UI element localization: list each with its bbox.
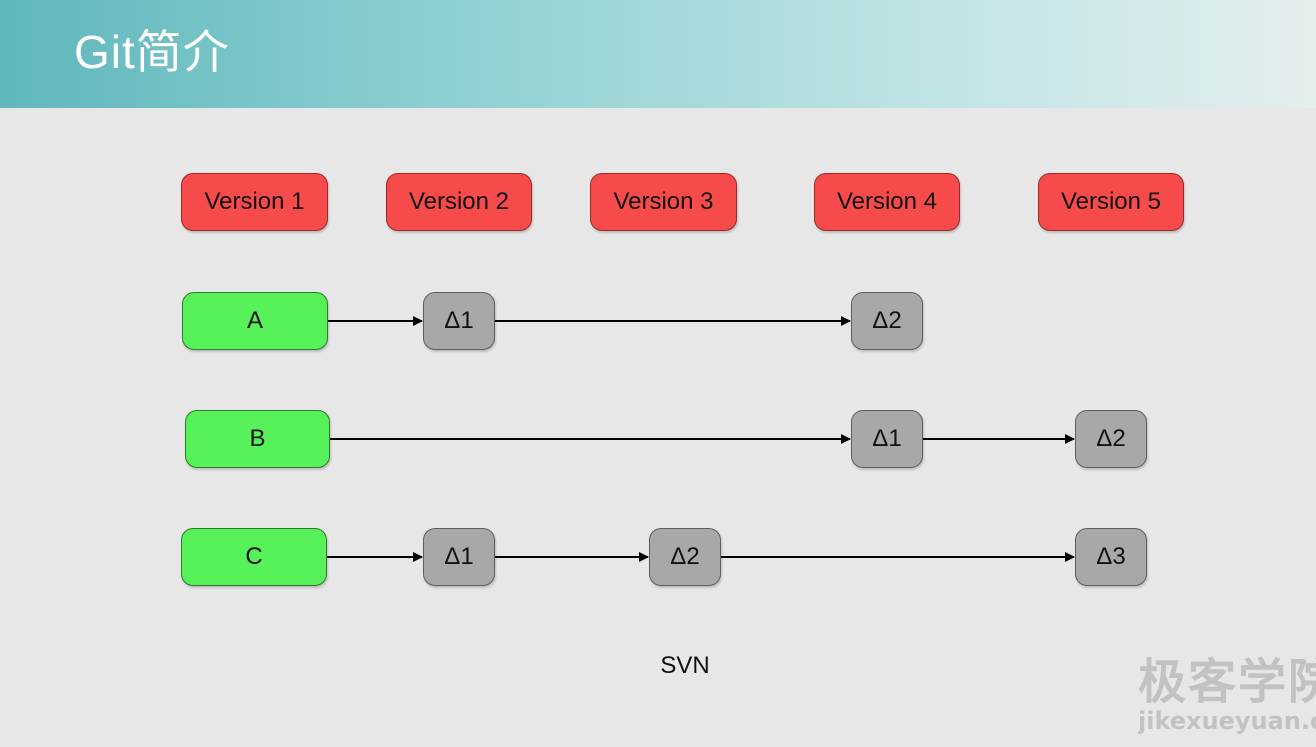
version-box-3: Version 3 xyxy=(590,173,737,231)
version-box-5: Version 5 xyxy=(1038,173,1184,231)
version-box-4: Version 4 xyxy=(814,173,960,231)
watermark-logo-text: 极客学院 xyxy=(1138,656,1316,710)
delta-box-c-2: Δ2 xyxy=(649,528,721,586)
delta-box-a-1: Δ1 xyxy=(423,292,495,350)
delta-box-c-3: Δ3 xyxy=(1075,528,1147,586)
version-box-2: Version 2 xyxy=(386,173,532,231)
header-bar: Git简介 xyxy=(0,0,1316,108)
delta-box-b-1: Δ1 xyxy=(851,410,923,468)
delta-box-c-1: Δ1 xyxy=(423,528,495,586)
delta-box-a-2: Δ2 xyxy=(851,292,923,350)
file-box-a: A xyxy=(182,292,328,350)
file-box-b: B xyxy=(185,410,330,468)
slide-title: Git简介 xyxy=(74,26,230,78)
diagram-caption: SVN xyxy=(660,652,710,679)
file-box-c: C xyxy=(181,528,327,586)
version-box-1: Version 1 xyxy=(181,173,328,231)
delta-box-b-2: Δ2 xyxy=(1075,410,1147,468)
watermark-url: jikexueyuan.com xyxy=(1138,707,1316,735)
watermark: 极客学院 jikexueyuan.com xyxy=(1138,656,1316,747)
